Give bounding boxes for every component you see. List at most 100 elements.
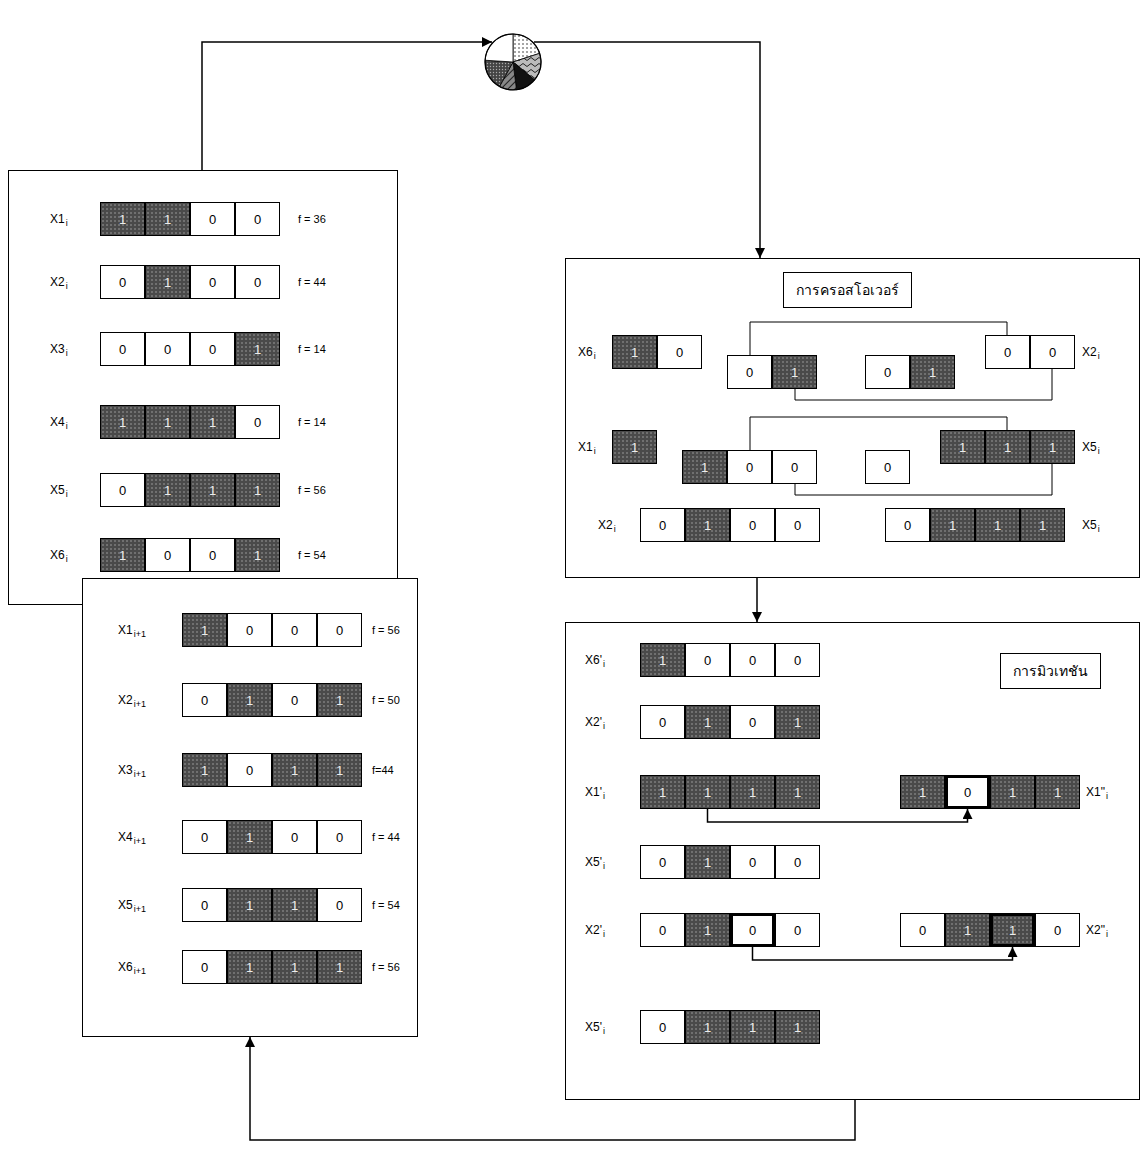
fitness-value: f = 56 [372, 962, 400, 973]
gene-value: 0 [794, 924, 801, 937]
gene-cell: 1 [272, 753, 317, 787]
fitness-value: f = 44 [372, 832, 400, 843]
flow-connector [756, 578, 758, 622]
chromosome-label: X4 [50, 416, 65, 428]
gene-value: 1 [119, 213, 126, 226]
gene-cell: 0 [640, 845, 685, 879]
gene-value: 1 [246, 899, 253, 912]
gene-value: 0 [659, 1021, 666, 1034]
gene-value: 1 [336, 961, 343, 974]
wheel-sector [485, 60, 513, 86]
gene-cell: 0 [775, 913, 820, 947]
gene-cell: 0 [235, 265, 280, 299]
gene-value: 1 [119, 549, 126, 562]
gene-cell: 0 [865, 450, 910, 484]
gene-value: 1 [1004, 441, 1011, 454]
gene-value: 0 [209, 276, 216, 289]
flow-connector [753, 947, 1013, 960]
gene-cell: 1 [640, 775, 685, 809]
gene-cell: 1 [100, 405, 145, 439]
gene-value: 0 [209, 343, 216, 356]
step-title-text: การครอสโอเวอร์ [796, 279, 899, 301]
gene-cell: 0 [730, 845, 775, 879]
gene-cell: 1 [272, 950, 317, 984]
gene-value: 1 [164, 484, 171, 497]
generation-subscript: i [1106, 930, 1108, 939]
chromosome-label: X2' [585, 924, 602, 936]
gene-value: 0 [164, 549, 171, 562]
chromosome-label: X5 [50, 484, 65, 496]
gene-cell: 0 [727, 450, 772, 484]
gene-value: 1 [1054, 786, 1061, 799]
gene-cell: 0 [945, 775, 990, 809]
fitness-value: f = 36 [298, 214, 326, 225]
gene-cell: 1 [235, 538, 280, 572]
gene-cell: 1 [1035, 775, 1080, 809]
gene-cell: 1 [227, 950, 272, 984]
step-title-text: การมิวเทชัน [1013, 660, 1088, 682]
gene-cell: 1 [990, 775, 1035, 809]
gene-value: 0 [749, 716, 756, 729]
chromosome-label: X6' [585, 654, 602, 666]
gene-value: 0 [164, 343, 171, 356]
gene-cell: 0 [235, 202, 280, 236]
generation-subscript: i+1 [134, 967, 146, 976]
gene-value: 0 [659, 716, 666, 729]
gene-value: 1 [794, 786, 801, 799]
generation-subscript: i [603, 660, 605, 669]
gene-cell: 1 [685, 705, 730, 739]
gene-value: 0 [749, 519, 756, 532]
roulette-wheel [485, 34, 541, 90]
chromosome-label: X2 [50, 276, 65, 288]
gene-value: 1 [794, 1021, 801, 1034]
gene-cell: 0 [182, 888, 227, 922]
gene-cell: 1 [182, 753, 227, 787]
gene-cell: 1 [227, 683, 272, 717]
gene-cell: 0 [772, 450, 817, 484]
gene-value: 1 [246, 961, 253, 974]
gene-cell: 1 [685, 845, 730, 879]
generation-subscript: i [603, 1027, 605, 1036]
step-title: การมิวเทชัน [1000, 653, 1101, 689]
gene-cell: 0 [640, 508, 685, 542]
gene-value: 0 [1049, 346, 1056, 359]
gene-value: 0 [254, 416, 261, 429]
generation-subscript: i [614, 525, 616, 534]
generation-subscript: i+1 [134, 700, 146, 709]
gene-cell: 1 [317, 683, 362, 717]
gene-cell: 0 [182, 950, 227, 984]
flow-connector [708, 809, 968, 822]
gene-value: 1 [164, 416, 171, 429]
chromosome-label: X2 [118, 694, 133, 706]
chromosome-label: X5 [1082, 441, 1097, 453]
gene-value: 1 [1039, 519, 1046, 532]
gene-value: 1 [254, 343, 261, 356]
chromosome-label: X1 [118, 624, 133, 636]
gene-value: 0 [676, 346, 683, 359]
flow-arrow [534, 42, 760, 258]
chromosome-label: X1 [50, 213, 65, 225]
gene-cell: 0 [775, 508, 820, 542]
gene-cell: 0 [657, 335, 702, 369]
gene-value: 1 [201, 624, 208, 637]
gene-cell: 1 [985, 430, 1030, 464]
generation-subscript: i [594, 352, 596, 361]
gene-value: 1 [749, 786, 756, 799]
gene-value: 1 [949, 519, 956, 532]
gene-cell: 1 [235, 473, 280, 507]
gene-cell: 1 [940, 430, 985, 464]
gene-value: 0 [246, 624, 253, 637]
gene-cell: 0 [272, 820, 317, 854]
gene-cell: 1 [612, 430, 657, 464]
gene-value: 0 [884, 461, 891, 474]
chromosome-label: X5' [585, 856, 602, 868]
fitness-value: f = 56 [298, 485, 326, 496]
gene-cell: 0 [227, 613, 272, 647]
wheel-rim [485, 34, 541, 90]
gene-value: 1 [291, 899, 298, 912]
gene-cell: 1 [145, 265, 190, 299]
generation-subscript: i [603, 862, 605, 871]
gene-cell: 0 [190, 202, 235, 236]
gene-value: 0 [336, 624, 343, 637]
gene-cell: 0 [730, 508, 775, 542]
